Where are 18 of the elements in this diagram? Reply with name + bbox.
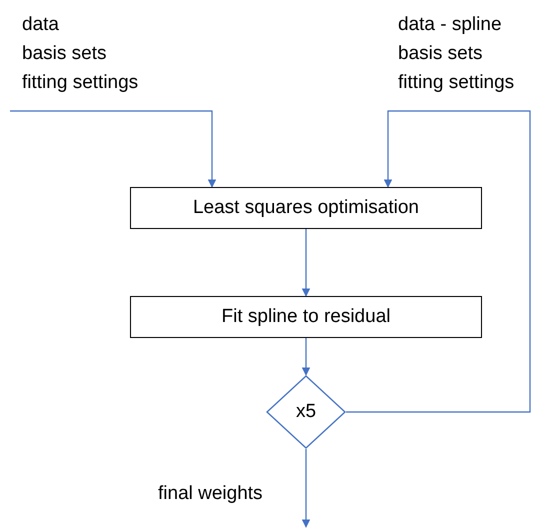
input-label: fitting settings xyxy=(22,71,140,95)
input-label: final weights xyxy=(158,482,264,506)
arrow xyxy=(346,110,531,413)
input-label: data xyxy=(22,13,60,37)
arrow xyxy=(302,229,310,297)
input-label: basis sets xyxy=(398,42,484,66)
arrow xyxy=(302,449,310,528)
input-label: basis sets xyxy=(22,42,108,66)
process-box xyxy=(130,187,482,229)
decision-diamond xyxy=(266,375,346,449)
node-label: Least squares optimisation xyxy=(192,197,419,219)
process-box xyxy=(130,296,482,338)
arrow xyxy=(302,338,310,376)
input-label: fitting settings xyxy=(398,71,516,95)
arrow xyxy=(10,110,216,188)
node-label: x5 xyxy=(296,401,316,423)
node-label: Fit spline to residual xyxy=(222,306,390,328)
input-label: data - spline xyxy=(398,13,503,37)
